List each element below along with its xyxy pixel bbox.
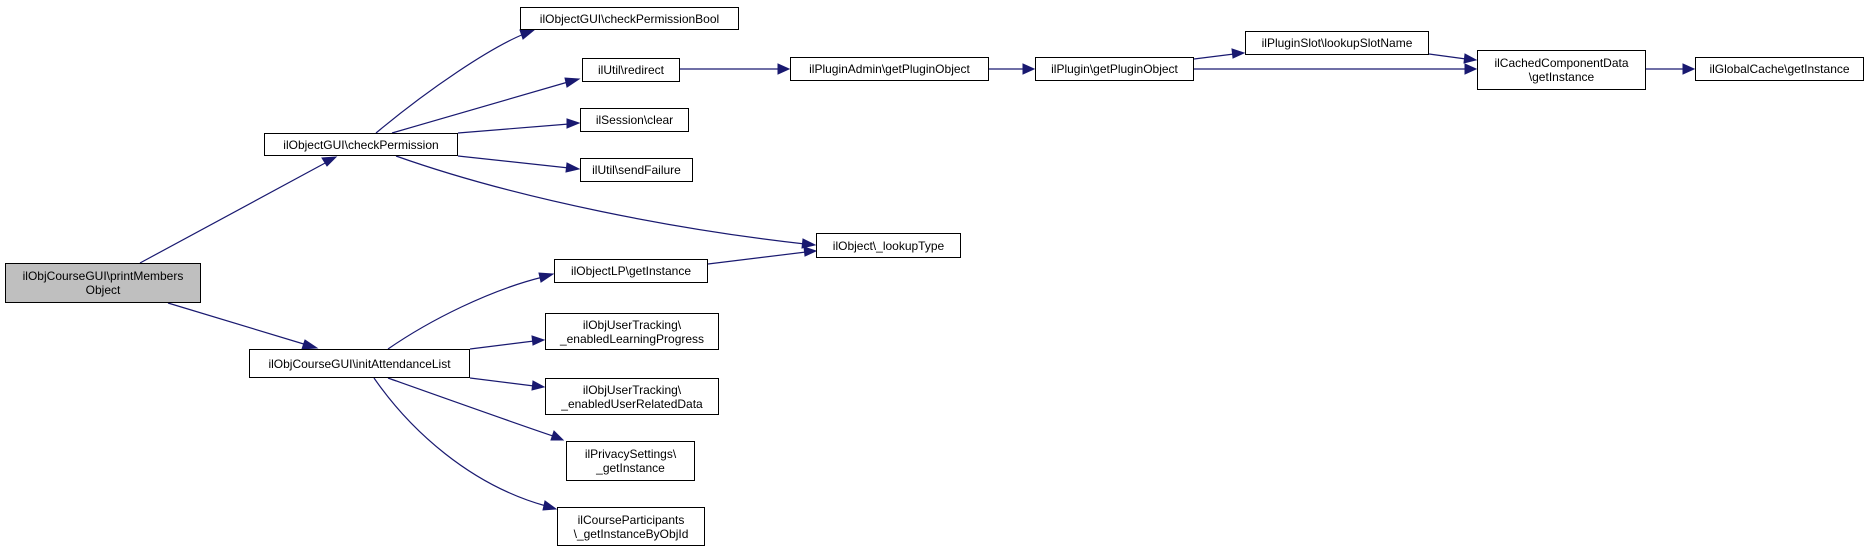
edge-checkpermission-lookuptype (395, 155, 806, 245)
arrow-pluginadmin-pluginget (1022, 63, 1036, 75)
arrow-redirect-pluginadmin (777, 63, 791, 75)
arrow-initattendancelist-enabledlp (531, 335, 546, 346)
arrow-checkpermission-sendfailure (565, 162, 581, 173)
node-plugin-admin[interactable]: ilPluginAdmin\getPluginObject (790, 57, 989, 81)
node-enabled-user-related-data[interactable]: ilObjUserTracking\ _enabledUserRelatedDa… (545, 378, 719, 415)
edge-checkpermission-checkpermissionbool (375, 33, 525, 134)
edge-objectlp-lookuptype (707, 251, 807, 265)
edge-checkpermission-sessionclear (457, 123, 570, 134)
node-lookuptype[interactable]: ilObject\_lookupType (816, 233, 961, 258)
arrow-pluginslot-cached (1463, 53, 1478, 64)
node-course-participants[interactable]: ilCourseParticipants \_getInstanceByObjI… (557, 507, 705, 546)
edge-checkpermission-redirect (391, 81, 569, 134)
node-redirect[interactable]: ilUtil\redirect (582, 58, 680, 82)
arrow-root-initattendancelist (301, 339, 319, 350)
arrow-initattendancelist-objectlp (538, 272, 555, 283)
node-plugin-getpluginobject[interactable]: ilPlugin\getPluginObject (1035, 57, 1194, 81)
arrow-checkpermission-checkpermissionbool (519, 29, 536, 40)
arrow-root-checkpermission (321, 156, 338, 167)
node-checkpermissionbool[interactable]: ilObjectGUI\checkPermissionBool (520, 7, 739, 30)
arrow-pluginget-cached (1464, 63, 1478, 75)
node-objectlp[interactable]: ilObjectLP\getInstance (554, 259, 708, 283)
edge-root-checkpermission (139, 161, 328, 264)
node-privacy-settings[interactable]: ilPrivacySettings\ _getInstance (566, 441, 695, 481)
node-checkpermission[interactable]: ilObjectGUI\checkPermission (264, 133, 458, 156)
arrow-checkpermission-sessionclear (566, 118, 581, 129)
arrow-initattendancelist-enabledurd (531, 380, 546, 391)
edge-initattendancelist-courseparticipants (373, 377, 547, 507)
edge-initattendancelist-enabledurd (469, 377, 535, 387)
arrow-cached-globalcache (1682, 63, 1696, 75)
edge-checkpermission-sendfailure (457, 155, 570, 169)
edge-initattendancelist-objectlp (387, 276, 544, 350)
arrow-pluginget-pluginslot (1231, 48, 1246, 59)
node-session-clear[interactable]: ilSession\clear (580, 108, 689, 132)
arrow-initattendancelist-privacy (550, 430, 565, 441)
node-global-cache[interactable]: ilGlobalCache\getInstance (1695, 57, 1864, 81)
arrow-initattendancelist-courseparticipants (542, 500, 558, 511)
edge-root-initattendancelist (167, 302, 308, 346)
arrow-objectlp-lookuptype (803, 246, 818, 257)
arrow-checkpermission-lookuptype (801, 238, 817, 249)
node-root: ilObjCourseGUI\printMembers Object (5, 263, 201, 303)
node-initattendancelist[interactable]: ilObjCourseGUI\initAttendanceList (249, 349, 470, 378)
node-enabled-learning-progress[interactable]: ilObjUserTracking\ _enabledLearningProgr… (545, 313, 719, 350)
arrow-checkpermission-redirect (564, 77, 581, 88)
node-sendfailure[interactable]: ilUtil\sendFailure (580, 158, 693, 182)
edge-initattendancelist-enabledlp (469, 340, 535, 350)
edge-initattendancelist-privacy (387, 377, 554, 437)
edge-pluginslot-cached (1428, 53, 1467, 60)
node-plugin-slot[interactable]: ilPluginSlot\lookupSlotName (1245, 31, 1429, 55)
edge-pluginget-pluginslot (1193, 53, 1235, 60)
node-cached-component-data[interactable]: ilCachedComponentData \getInstance (1477, 50, 1646, 90)
